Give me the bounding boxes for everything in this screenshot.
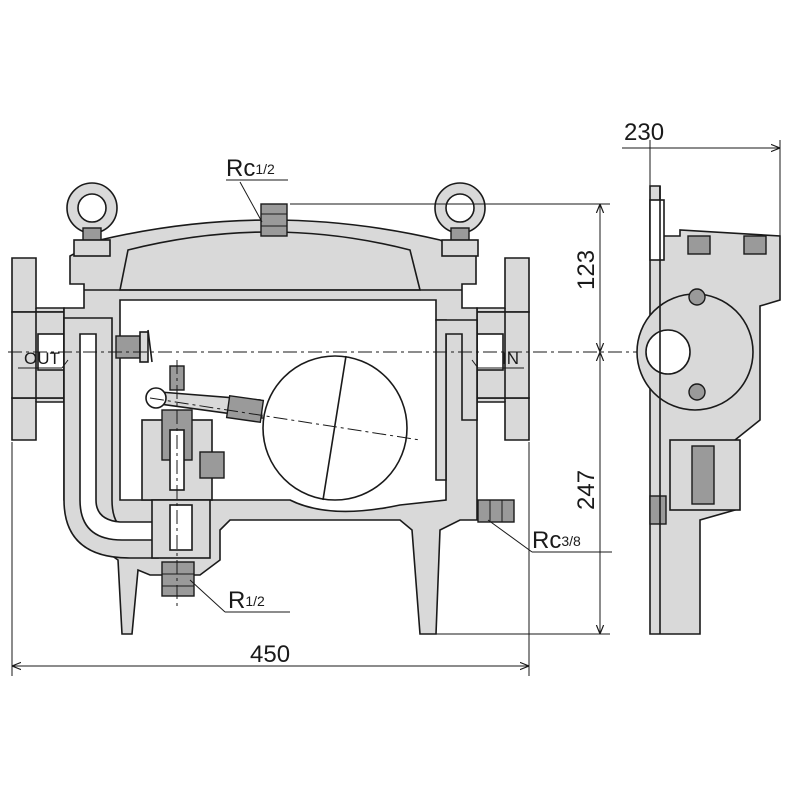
- upper-height-label: 123: [573, 250, 600, 290]
- inlet-channel: [435, 319, 478, 481]
- top-tap-label: Rc1/2: [226, 155, 275, 182]
- overall-width-label: 450: [250, 641, 290, 668]
- side-drain-plug: [477, 499, 515, 523]
- dimension-lines: [11, 140, 781, 676]
- eye-bolt-right: [434, 182, 486, 257]
- drain-tap-label: Rc3/8: [532, 527, 581, 554]
- side-depth-label: 230: [624, 119, 664, 146]
- bottom-drain-plug: [161, 561, 195, 597]
- eye-bolt-left: [66, 182, 118, 257]
- front-view: [8, 182, 640, 635]
- lower-height-label: 247: [573, 470, 600, 510]
- top-vent-plug: [260, 203, 288, 237]
- float-ball: [262, 355, 408, 501]
- bottom-plug-label: R1/2: [228, 587, 265, 614]
- side-view: [636, 185, 781, 635]
- inlet-flange: [476, 257, 530, 441]
- outlet-label: OUT: [24, 349, 60, 368]
- inlet-label: IN: [502, 349, 519, 368]
- ball-centerline: [149, 397, 421, 441]
- top-cover: [119, 231, 422, 291]
